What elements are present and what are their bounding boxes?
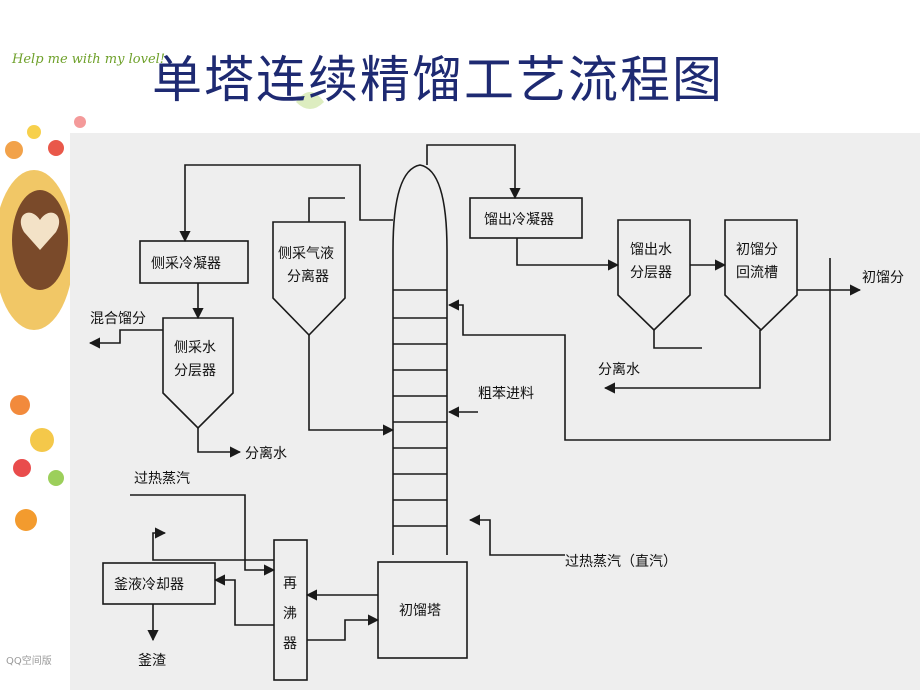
side-water-separator-shape (162, 317, 234, 430)
column-label: 初馏塔 (399, 602, 441, 619)
reboiler-label-1: 再 (283, 576, 297, 592)
candy-icon (74, 116, 86, 128)
column-trays (393, 289, 447, 527)
leaf-icon (296, 92, 324, 109)
candy-icon (30, 428, 54, 452)
kettle-cooler-label: 釜液冷却器 (114, 577, 184, 593)
superheated-steam-direct-label: 过热蒸汽（直汽） (565, 553, 677, 570)
distillate-water-separator-label-1: 馏出水 (630, 242, 672, 258)
candy-icon (48, 470, 64, 486)
side-gas-liquid-separator-label-1: 侧采气液 (278, 246, 334, 262)
crude-benzene-feed-label: 粗苯进料 (478, 385, 534, 402)
first-fraction-tank-shape (724, 219, 798, 332)
separated-water-right-label: 分离水 (598, 361, 640, 378)
candy-icon (5, 141, 23, 159)
diagram-panel (70, 133, 920, 690)
candy-icon (48, 140, 64, 156)
superheated-steam-label: 过热蒸汽 (134, 471, 190, 487)
candy-icon (10, 395, 30, 415)
flow-lines (88, 144, 862, 642)
kettle-residue-label: 釜渣 (138, 653, 166, 669)
first-fraction-tank-label-1: 初馏分 (736, 241, 778, 258)
reboiler-label-2: 沸 (283, 606, 297, 622)
side-gas-liquid-separator-shape (272, 221, 346, 337)
side-condenser-label: 侧采冷凝器 (151, 256, 221, 272)
first-fraction-label: 初馏分 (862, 269, 904, 286)
mixed-fraction-label: 混合馏分 (90, 311, 146, 327)
distillate-condenser-box (469, 197, 583, 239)
column-base-box (377, 561, 468, 659)
watermark-text: QQ空间版 (6, 656, 52, 667)
candy-icon (15, 509, 37, 531)
slogan-text: Help me with my lovel! (12, 52, 166, 67)
side-water-separator-label-2: 分层器 (174, 363, 216, 379)
distillate-water-separator-label-2: 分层器 (630, 265, 672, 281)
distillate-condenser-label: 馏出冷凝器 (484, 212, 554, 228)
distillate-water-separator-shape (617, 219, 691, 332)
side-gas-liquid-separator-label-2: 分离器 (287, 268, 329, 285)
reboiler-label-3: 器 (283, 636, 297, 652)
candy-icon (13, 459, 31, 477)
page-title: 单塔连续精馏工艺流程图 (152, 51, 724, 109)
candy-icon (27, 125, 41, 139)
first-fraction-tank-label-2: 回流槽 (736, 265, 778, 281)
latte-heart-icon (20, 212, 60, 250)
separated-water-left-label: 分离水 (245, 445, 287, 462)
side-water-separator-label-1: 侧采水 (174, 340, 216, 356)
side-condenser-box (139, 240, 249, 284)
reboiler-box (273, 539, 308, 681)
column-shape (392, 164, 448, 555)
